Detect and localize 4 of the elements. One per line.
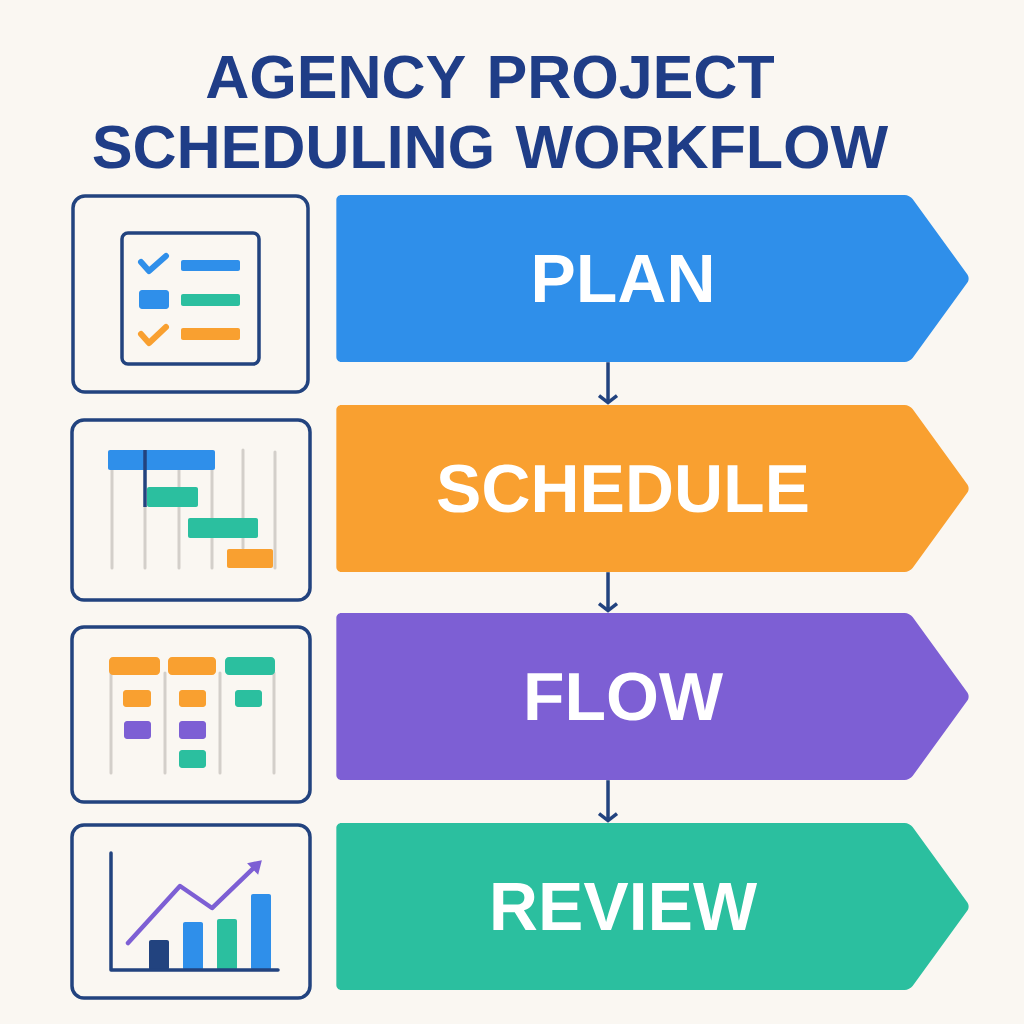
arrow (597, 780, 619, 823)
arrow (597, 572, 619, 613)
title: AGENCY PROJECT SCHEDULING WORKFLOW (93, 55, 889, 169)
arrow (597, 362, 619, 405)
